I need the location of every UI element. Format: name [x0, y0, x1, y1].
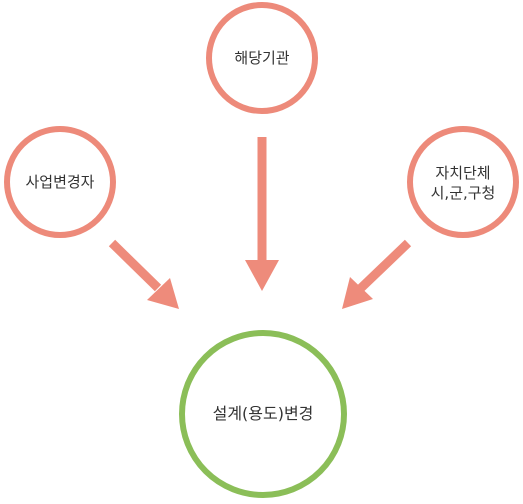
node-left: 사업변경자 [4, 126, 116, 238]
arrow-left-head [147, 278, 179, 309]
node-right: 자치단체 시,군,구청 [407, 126, 519, 238]
node-center-circle [179, 330, 347, 498]
node-left-label: 사업변경자 [25, 173, 94, 191]
node-right-circle [407, 126, 519, 238]
arrow-right-head [342, 277, 373, 309]
arrow-right-to-center [342, 239, 412, 309]
node-top-circle [206, 2, 318, 114]
arrow-top-to-center [245, 137, 279, 291]
arrow-top-head [245, 260, 279, 291]
node-left-circle [4, 126, 116, 238]
arrow-left-shaft [108, 239, 162, 292]
node-center: 설계(용도)변경 [179, 330, 347, 498]
node-right-label-line2: 시,군,구청 [431, 184, 496, 202]
arrow-right-shaft [357, 239, 412, 292]
node-right-label-line1: 자치단체 [435, 164, 490, 182]
node-center-label: 설계(용도)변경 [213, 404, 314, 423]
arrow-left-to-center [108, 239, 179, 309]
node-top: 해당기관 [206, 2, 318, 114]
node-top-label: 해당기관 [234, 49, 289, 67]
